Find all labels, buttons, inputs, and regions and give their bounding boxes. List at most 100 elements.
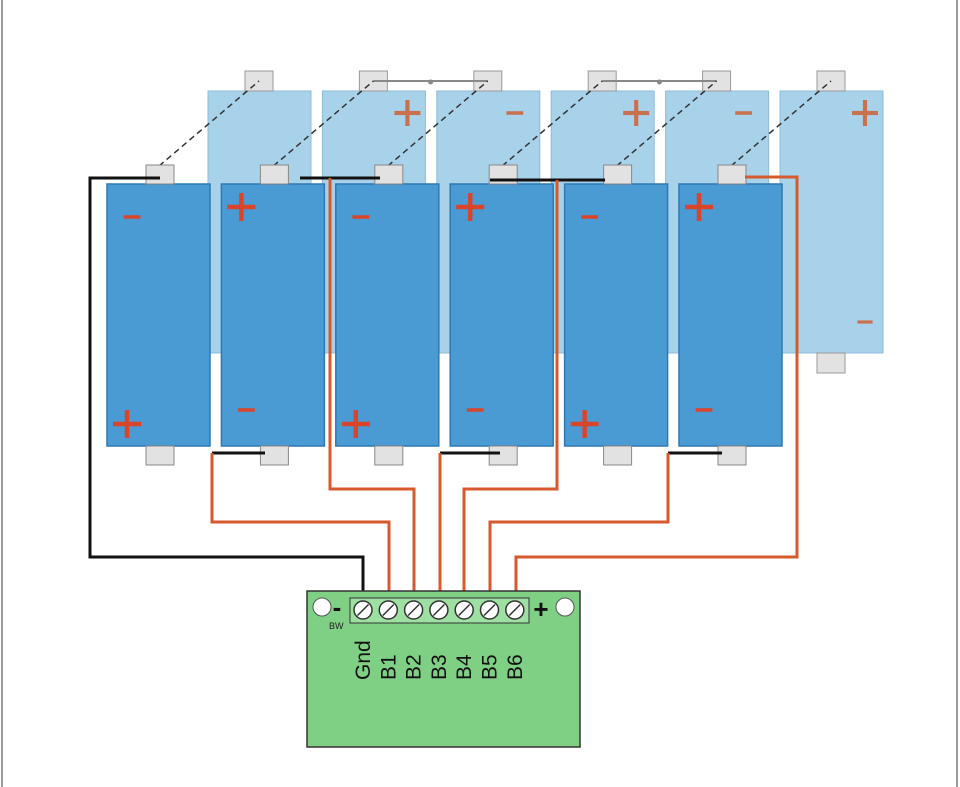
terminal-label-6: B5 xyxy=(479,654,502,680)
front-top-polarity-4: + xyxy=(456,193,485,221)
back-top-polarity-3: - xyxy=(506,111,524,115)
board-plus-label: + xyxy=(533,594,548,624)
front-terminal-bottom xyxy=(374,445,404,466)
terminal-screw-slot-3 xyxy=(407,603,420,617)
terminal-label-5: B4 xyxy=(453,654,476,680)
mount-hole-left xyxy=(312,597,332,617)
wire-gnd xyxy=(88,176,365,598)
front-top-polarity-1: - xyxy=(123,215,141,219)
terminal-label-7: B6 xyxy=(504,654,527,680)
wire-b4 xyxy=(462,180,559,598)
front-bottom-polarity-3: + xyxy=(341,410,370,438)
front-top-polarity-1-h xyxy=(123,215,141,219)
dashed-link-2 xyxy=(272,80,374,167)
front-bottom-polarity-4: - xyxy=(466,408,484,412)
wire-b5 xyxy=(488,453,670,598)
wire-b1 xyxy=(210,453,391,598)
front-terminal-bottom xyxy=(603,445,633,466)
dashed-link-3 xyxy=(387,80,489,167)
front-terminal-top xyxy=(374,164,404,185)
terminal-screw-slot-1 xyxy=(356,603,370,617)
terminal-screw-slot-2 xyxy=(382,603,395,617)
front-cell-body xyxy=(449,183,554,447)
back-top-polarity-5-h xyxy=(735,111,752,115)
front-cell-1: -+ xyxy=(106,164,211,466)
front-bottom-polarity-3-v xyxy=(353,410,359,438)
terminal-screw-slot-5 xyxy=(458,603,471,617)
back-top-polarity-2: + xyxy=(394,100,421,126)
front-terminal-bottom xyxy=(145,445,175,466)
front-top-polarity-5-h xyxy=(581,215,598,219)
wire-b6 xyxy=(514,175,799,598)
dashed-link-5 xyxy=(616,80,718,167)
mount-hole-right xyxy=(555,597,575,617)
front-cell-3: -+ xyxy=(335,164,440,466)
front-top-polarity-6-v xyxy=(696,193,702,221)
terminal-label-2: B1 xyxy=(377,654,400,680)
back-link-node-1 xyxy=(428,79,434,85)
front-bottom-polarity-1: + xyxy=(113,410,141,438)
back-bottom-polarity-6-h xyxy=(857,320,873,324)
back-top-polarity-6: + xyxy=(852,100,878,126)
back-terminal-bottom xyxy=(816,352,846,374)
front-terminal-top xyxy=(145,164,175,185)
back-top-polarity-4-v xyxy=(634,100,639,126)
back-top-polarity-2-v xyxy=(405,100,410,126)
front-top-polarity-2: + xyxy=(227,193,256,221)
terminal-label-4: B3 xyxy=(428,654,451,680)
terminal-screw-slot-4 xyxy=(432,603,445,617)
front-bottom-polarity-4-h xyxy=(466,408,484,412)
front-cell-row: -++--++--++- xyxy=(106,164,783,466)
front-cell-body xyxy=(563,183,669,447)
front-cell-body xyxy=(106,183,211,447)
front-terminal-top xyxy=(603,164,633,185)
front-cell-5: -+ xyxy=(563,164,669,466)
front-cell-2: +- xyxy=(220,164,326,466)
board-model-label: BW xyxy=(329,621,344,631)
front-back-dashed-links xyxy=(158,80,832,167)
front-bottom-polarity-1-v xyxy=(124,410,130,438)
dashed-link-6 xyxy=(730,80,832,167)
front-terminal-bottom xyxy=(717,445,747,466)
back-top-polarity-3-h xyxy=(506,111,524,115)
front-top-polarity-4-v xyxy=(467,193,473,221)
front-cell-4: +- xyxy=(449,164,554,466)
terminal-label-3: B2 xyxy=(403,654,426,680)
front-cell-body xyxy=(335,183,440,447)
balance-wires xyxy=(88,175,799,598)
front-cell-body xyxy=(220,183,326,447)
back-row-links xyxy=(373,79,717,85)
front-terminal-bottom xyxy=(488,445,518,466)
dashed-link-4 xyxy=(501,80,603,167)
back-top-polarity-6-v xyxy=(862,100,868,126)
front-bottom-polarity-2-h xyxy=(238,408,255,412)
dashed-link-1 xyxy=(158,80,260,167)
back-top-polarity-4: + xyxy=(623,100,650,126)
front-terminal-bottom xyxy=(259,445,289,466)
front-bottom-polarity-6-h xyxy=(695,408,713,412)
back-bottom-polarity-6: - xyxy=(857,320,873,324)
back-cell-body xyxy=(779,90,884,354)
front-cell-6: +- xyxy=(678,164,783,466)
front-bottom-polarity-6: - xyxy=(695,408,713,412)
front-terminal-top xyxy=(259,164,289,185)
front-top-polarity-2-v xyxy=(239,193,244,221)
front-top-polarity-3: - xyxy=(352,215,370,219)
front-top-polarity-3-h xyxy=(352,215,370,219)
back-top-polarity-5: - xyxy=(735,111,752,115)
board-minus-label: - xyxy=(333,592,342,622)
front-cell-body xyxy=(678,183,783,447)
back-link-node-2 xyxy=(656,79,662,85)
front-top-polarity-6: + xyxy=(685,193,713,221)
front-top-polarity-5: - xyxy=(581,215,598,219)
front-bottom-polarity-5-v xyxy=(582,410,587,438)
terminal-screw-slot-7 xyxy=(508,603,521,617)
front-bottom-polarity-5: + xyxy=(570,410,599,438)
front-terminal-top xyxy=(717,164,747,185)
terminal-label-1: Gnd xyxy=(352,640,375,680)
terminal-screw-slot-6 xyxy=(483,603,496,617)
wire-b2 xyxy=(328,178,416,598)
front-bottom-polarity-2: - xyxy=(238,408,255,412)
